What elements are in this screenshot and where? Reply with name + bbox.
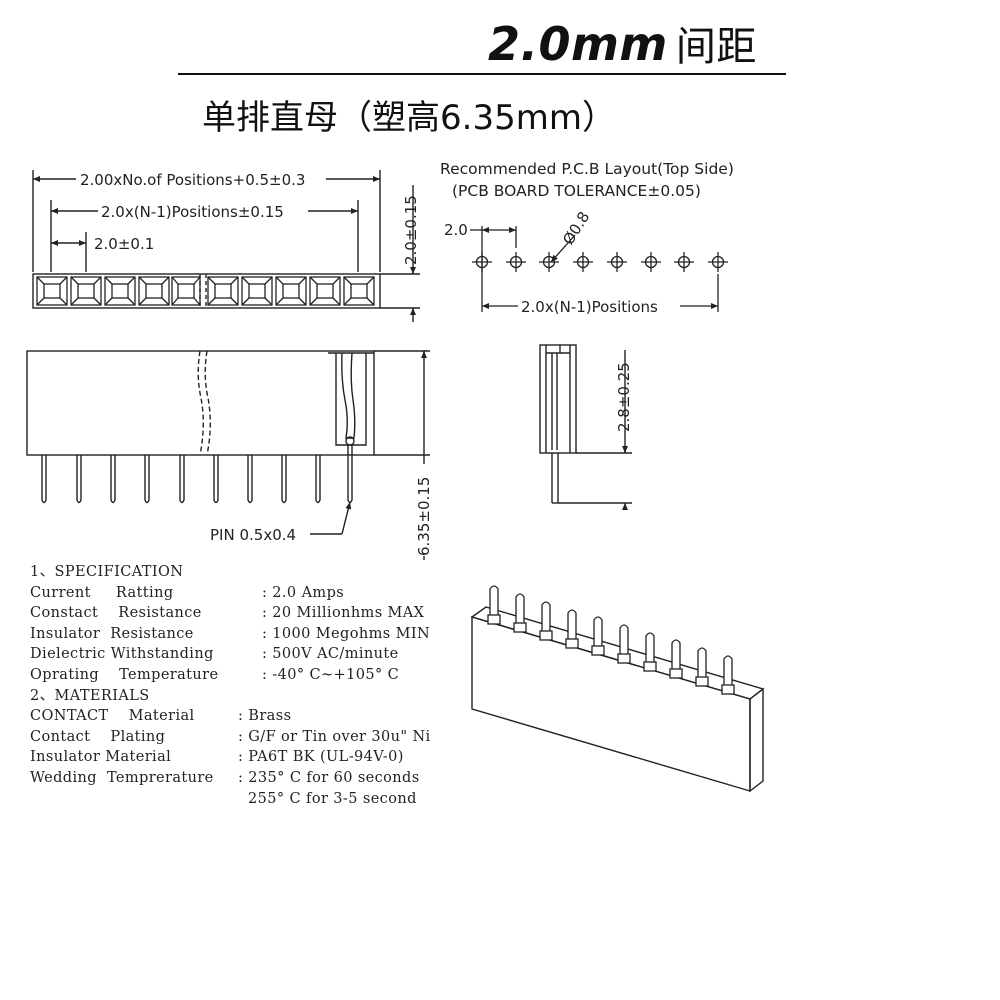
spec-value: : 1000 Megohms MIN bbox=[262, 625, 431, 642]
spec-label: Current Ratting bbox=[30, 584, 174, 601]
spec-value: : 20 Millionhms MAX bbox=[262, 605, 425, 622]
isometric-pins bbox=[487, 585, 735, 695]
material-label: Contact Plating bbox=[30, 728, 166, 745]
material-row: CONTACT Material : Brass bbox=[30, 706, 431, 727]
pcb-pitch: 2.0 bbox=[444, 221, 468, 239]
pin-size-label: PIN 0.5x0.4 bbox=[210, 526, 296, 544]
material-value: : Brass bbox=[238, 708, 292, 725]
side-view bbox=[539, 344, 632, 510]
pcb-tolerance: (PCB BOARD TOLERANCE±0.05) bbox=[452, 182, 701, 200]
top-view bbox=[32, 170, 420, 322]
pcb-hole-diameter: Ø0.8 bbox=[559, 208, 593, 248]
materials-heading: 2、MATERIALS bbox=[30, 687, 150, 704]
spec-row: Oprating Temperature : -40° C~+105° C bbox=[30, 665, 431, 686]
spec-label: Insulator Resistance bbox=[30, 625, 194, 642]
connector-body bbox=[470, 606, 765, 793]
spec-value: : 2.0 Amps bbox=[262, 584, 345, 601]
dim-body-width: 2.0±0.15 bbox=[402, 195, 420, 265]
spec-label: Constact Resistance bbox=[30, 605, 202, 622]
material-row: Contact Plating : G/F or Tin over 30u" Ni bbox=[30, 727, 431, 748]
material-value: : PA6T BK (UL-94V-0) bbox=[238, 749, 404, 766]
dim-overall-length: 2.00xNo.of Positions+0.5±0.3 bbox=[80, 171, 305, 189]
material-value: 255° C for 3-5 second bbox=[238, 790, 417, 807]
spec-value: : -40° C~+105° C bbox=[262, 666, 400, 683]
specification-block: 1、SPECIFICATION Current Ratting : 2.0 Amp… bbox=[30, 562, 431, 809]
spec-label: Dielectric Withstanding bbox=[30, 646, 214, 663]
title-divider bbox=[178, 73, 786, 75]
dim-tail-length: 2.8±0.25 bbox=[615, 362, 633, 432]
material-row: 255° C for 3-5 second bbox=[30, 789, 431, 810]
technical-drawing: 2.00xNo.of Positions+0.5±0.3 2.0x(N-1)Po… bbox=[26, 160, 734, 560]
spec-row: Insulator Resistance : 1000 Megohms MIN bbox=[30, 624, 431, 645]
spec-heading: 1、SPECIFICATION bbox=[30, 564, 184, 580]
material-row: Wedding Temprerature : 235° C for 60 seco… bbox=[30, 768, 431, 789]
spec-value: : 500V AC/minute bbox=[262, 646, 399, 663]
spec-row: Dielectric Withstanding : 500V AC/minute bbox=[30, 644, 431, 665]
dim-insulator-height: 6.35±0.15 bbox=[415, 477, 433, 556]
contact-cells bbox=[36, 276, 375, 306]
material-value: : 235° C for 60 seconds bbox=[238, 769, 420, 786]
pcb-holes bbox=[472, 252, 728, 272]
isometric-view bbox=[470, 585, 765, 793]
material-label: Insulator Material bbox=[30, 749, 172, 766]
material-label bbox=[30, 789, 238, 810]
title-pitch: 2.0mm bbox=[488, 17, 668, 71]
spec-label: Oprating Temperature bbox=[30, 666, 219, 683]
spec-row: Current Ratting : 2.0 Amps bbox=[30, 583, 431, 604]
material-row: Insulator Material : PA6T BK (UL-94V-0) bbox=[30, 747, 431, 768]
dim-pitch: 2.0±0.1 bbox=[94, 235, 154, 253]
pcb-span: 2.0x(N-1)Positions bbox=[521, 298, 658, 316]
title-cn: 间距 bbox=[675, 24, 757, 70]
material-value: : G/F or Tin over 30u" Ni bbox=[238, 728, 431, 745]
front-view bbox=[26, 350, 430, 560]
dim-pin-span: 2.0x(N-1)Positions±0.15 bbox=[101, 203, 284, 221]
material-label: CONTACT Material bbox=[30, 708, 195, 725]
spec-row: Constact Resistance : 20 Millionhms MAX bbox=[30, 603, 431, 624]
material-label: Wedding Temprerature bbox=[30, 769, 214, 786]
pcb-layout-title: Recommended P.C.B Layout(Top Side) bbox=[440, 160, 734, 178]
subtitle: 单排直母（塑高6.35mm） bbox=[202, 98, 616, 138]
